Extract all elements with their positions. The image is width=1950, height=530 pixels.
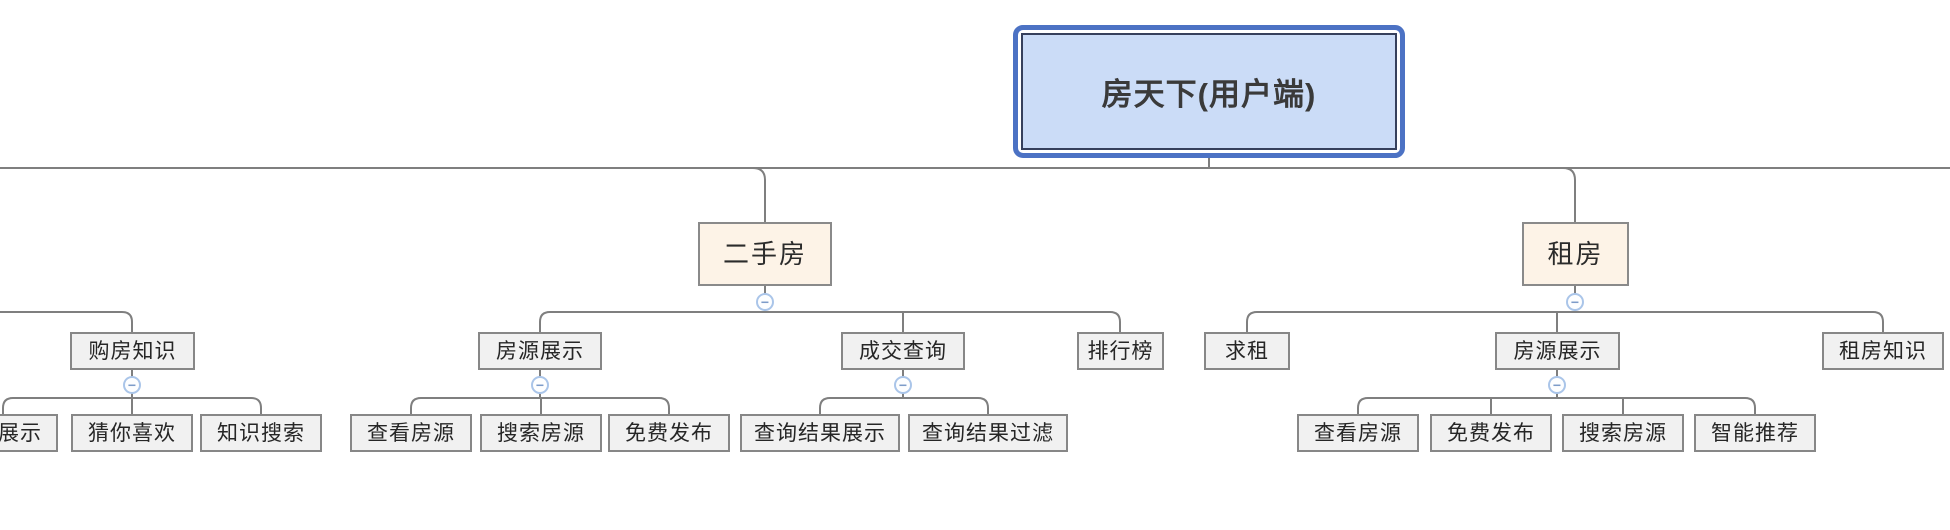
node-listing-rental[interactable]: 房源展示	[1495, 332, 1620, 370]
node-rental-knowledge[interactable]: 租房知识	[1822, 332, 1944, 370]
node-guess-you-like[interactable]: 猜你喜欢	[71, 414, 193, 452]
connector-knowledge-entry	[0, 311, 133, 332]
branch-secondhand[interactable]: 二手房	[698, 222, 832, 286]
node-query-result-filter[interactable]: 查询结果过滤	[908, 414, 1068, 452]
node-free-post-rental[interactable]: 免费发布	[1430, 414, 1552, 452]
connector-drop-secondhand	[752, 167, 766, 222]
node-view-listings-secondhand[interactable]: 查看房源	[350, 414, 472, 452]
connector-drop-rental	[1562, 167, 1576, 222]
node-seek-rent[interactable]: 求租	[1204, 332, 1290, 370]
connector-rental-children	[1246, 286, 1884, 332]
node-query-result-display[interactable]: 查询结果展示	[740, 414, 900, 452]
node-view-listings-rental[interactable]: 查看房源	[1297, 414, 1419, 452]
root-node[interactable]: 房天下(用户端)	[1013, 25, 1405, 158]
node-smart-recommend[interactable]: 智能推荐	[1694, 414, 1816, 452]
collapse-toggle-secondhand[interactable]: −	[756, 293, 774, 311]
collapse-toggle-deal-search[interactable]: −	[894, 376, 912, 394]
node-ranking[interactable]: 排行榜	[1077, 332, 1164, 370]
collapse-toggle-knowledge[interactable]: −	[123, 376, 141, 394]
connector-secondhand-children	[539, 286, 1121, 332]
node-search-listings-rental[interactable]: 搜索房源	[1562, 414, 1684, 452]
node-display-truncated[interactable]: 展示	[0, 414, 58, 452]
root-node-label: 房天下(用户端)	[1021, 33, 1397, 150]
node-listing-secondhand[interactable]: 房源展示	[478, 332, 602, 370]
node-deal-search[interactable]: 成交查询	[841, 332, 965, 370]
collapse-toggle-rental[interactable]: −	[1566, 293, 1584, 311]
node-knowledge[interactable]: 购房知识	[70, 332, 195, 370]
node-free-post-secondhand[interactable]: 免费发布	[608, 414, 730, 452]
node-knowledge-search[interactable]: 知识搜索	[200, 414, 322, 452]
branch-rental[interactable]: 租房	[1522, 222, 1629, 286]
collapse-toggle-listing-secondhand[interactable]: −	[531, 376, 549, 394]
node-search-listings-secondhand[interactable]: 搜索房源	[480, 414, 602, 452]
collapse-toggle-listing-rental[interactable]: −	[1548, 376, 1566, 394]
